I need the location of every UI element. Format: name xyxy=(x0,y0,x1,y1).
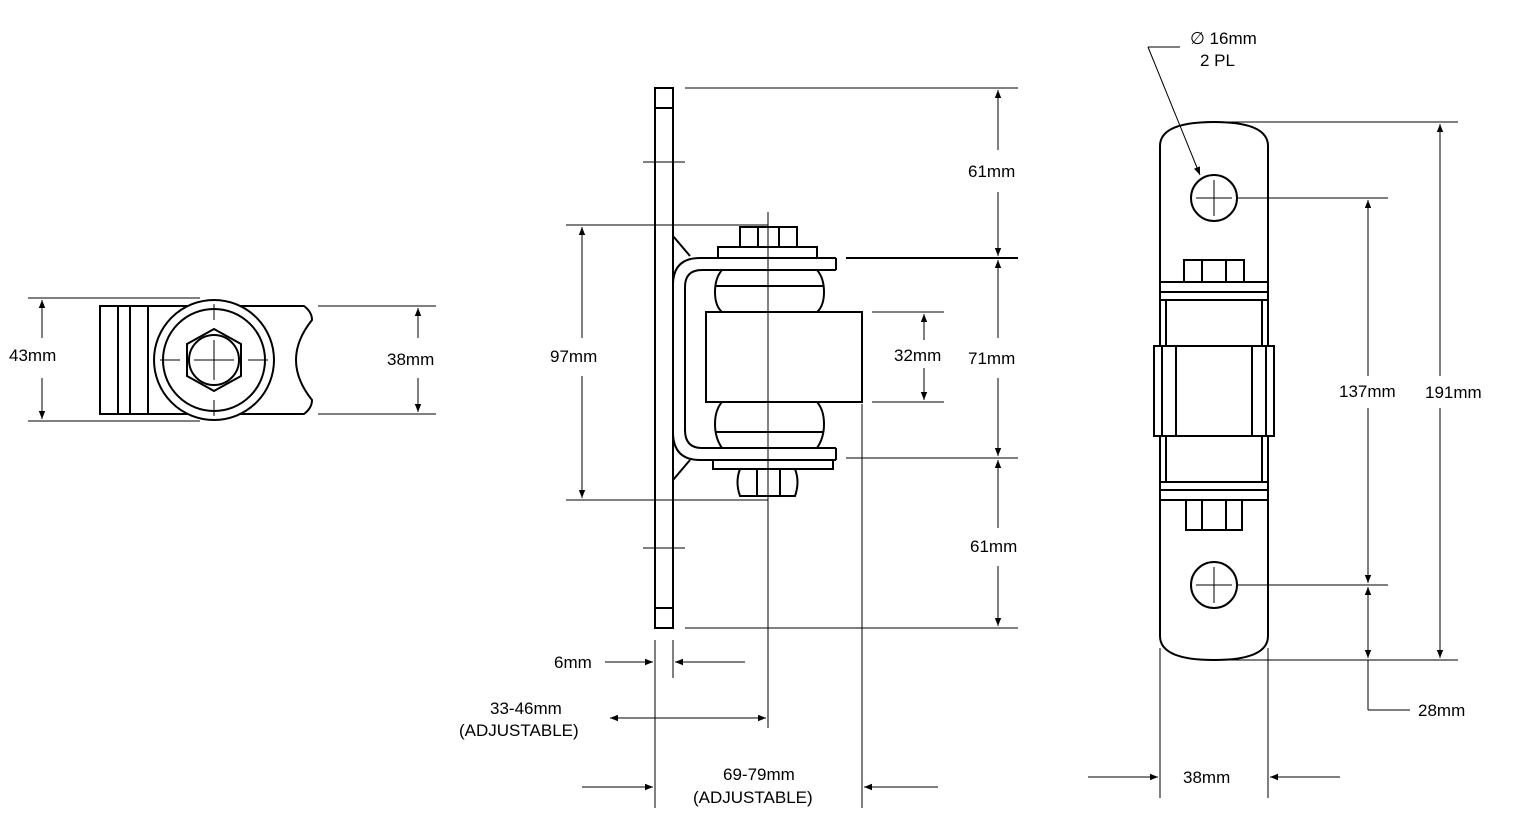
dim-69-79mm-note: (ADJUSTABLE) xyxy=(693,788,813,807)
front-view-barrel xyxy=(1153,345,1275,437)
dim-61mm-bottom: 61mm xyxy=(970,537,1017,556)
lower-bushing xyxy=(713,401,826,449)
top-hole xyxy=(1190,174,1238,222)
front-view: ∅ 16mm 2 PL 137mm 191mm 28mm 38mm xyxy=(1088,29,1482,798)
side-view: 97mm 61mm 71mm 61mm 32mm 6mm xyxy=(459,87,1018,808)
top-view-bracket xyxy=(148,305,314,415)
dim-33-46mm: 33-46mm xyxy=(490,699,562,718)
dim-137mm: 137mm xyxy=(1339,382,1396,401)
dim-6mm: 6mm xyxy=(554,653,592,672)
bottom-hole xyxy=(1190,561,1238,609)
dim-61mm-top: 61mm xyxy=(968,162,1015,181)
side-view-strap-inner xyxy=(684,269,836,449)
dim-191mm: 191mm xyxy=(1425,383,1482,402)
hole-quantity-label: 2 PL xyxy=(1200,51,1235,70)
hole-diameter-label: ∅ 16mm xyxy=(1190,29,1257,48)
dim-43mm: 43mm xyxy=(9,346,56,365)
top-view: 43mm 38mm xyxy=(9,297,436,422)
dim-69-79mm: 69-79mm xyxy=(723,765,795,784)
front-top-nut xyxy=(1183,259,1245,283)
hex-nut-icon xyxy=(186,327,242,393)
side-view-plate xyxy=(654,87,674,629)
bottom-washer xyxy=(712,459,834,470)
dim-28mm: 28mm xyxy=(1418,701,1465,720)
dim-32mm: 32mm xyxy=(894,346,941,365)
side-view-strap-outer xyxy=(672,257,836,461)
dim-38mm-front: 38mm xyxy=(1183,768,1230,787)
upper-bushing xyxy=(713,269,826,313)
front-bottom-nut xyxy=(1185,499,1243,531)
dim-38mm-top: 38mm xyxy=(387,350,434,369)
front-view-strap xyxy=(1159,120,1269,662)
side-view-barrel xyxy=(705,311,863,403)
dim-97mm: 97mm xyxy=(550,347,597,366)
dim-71mm: 71mm xyxy=(968,349,1015,368)
dim-33-46mm-note: (ADJUSTABLE) xyxy=(459,721,579,740)
top-view-clamp-block xyxy=(99,305,149,415)
